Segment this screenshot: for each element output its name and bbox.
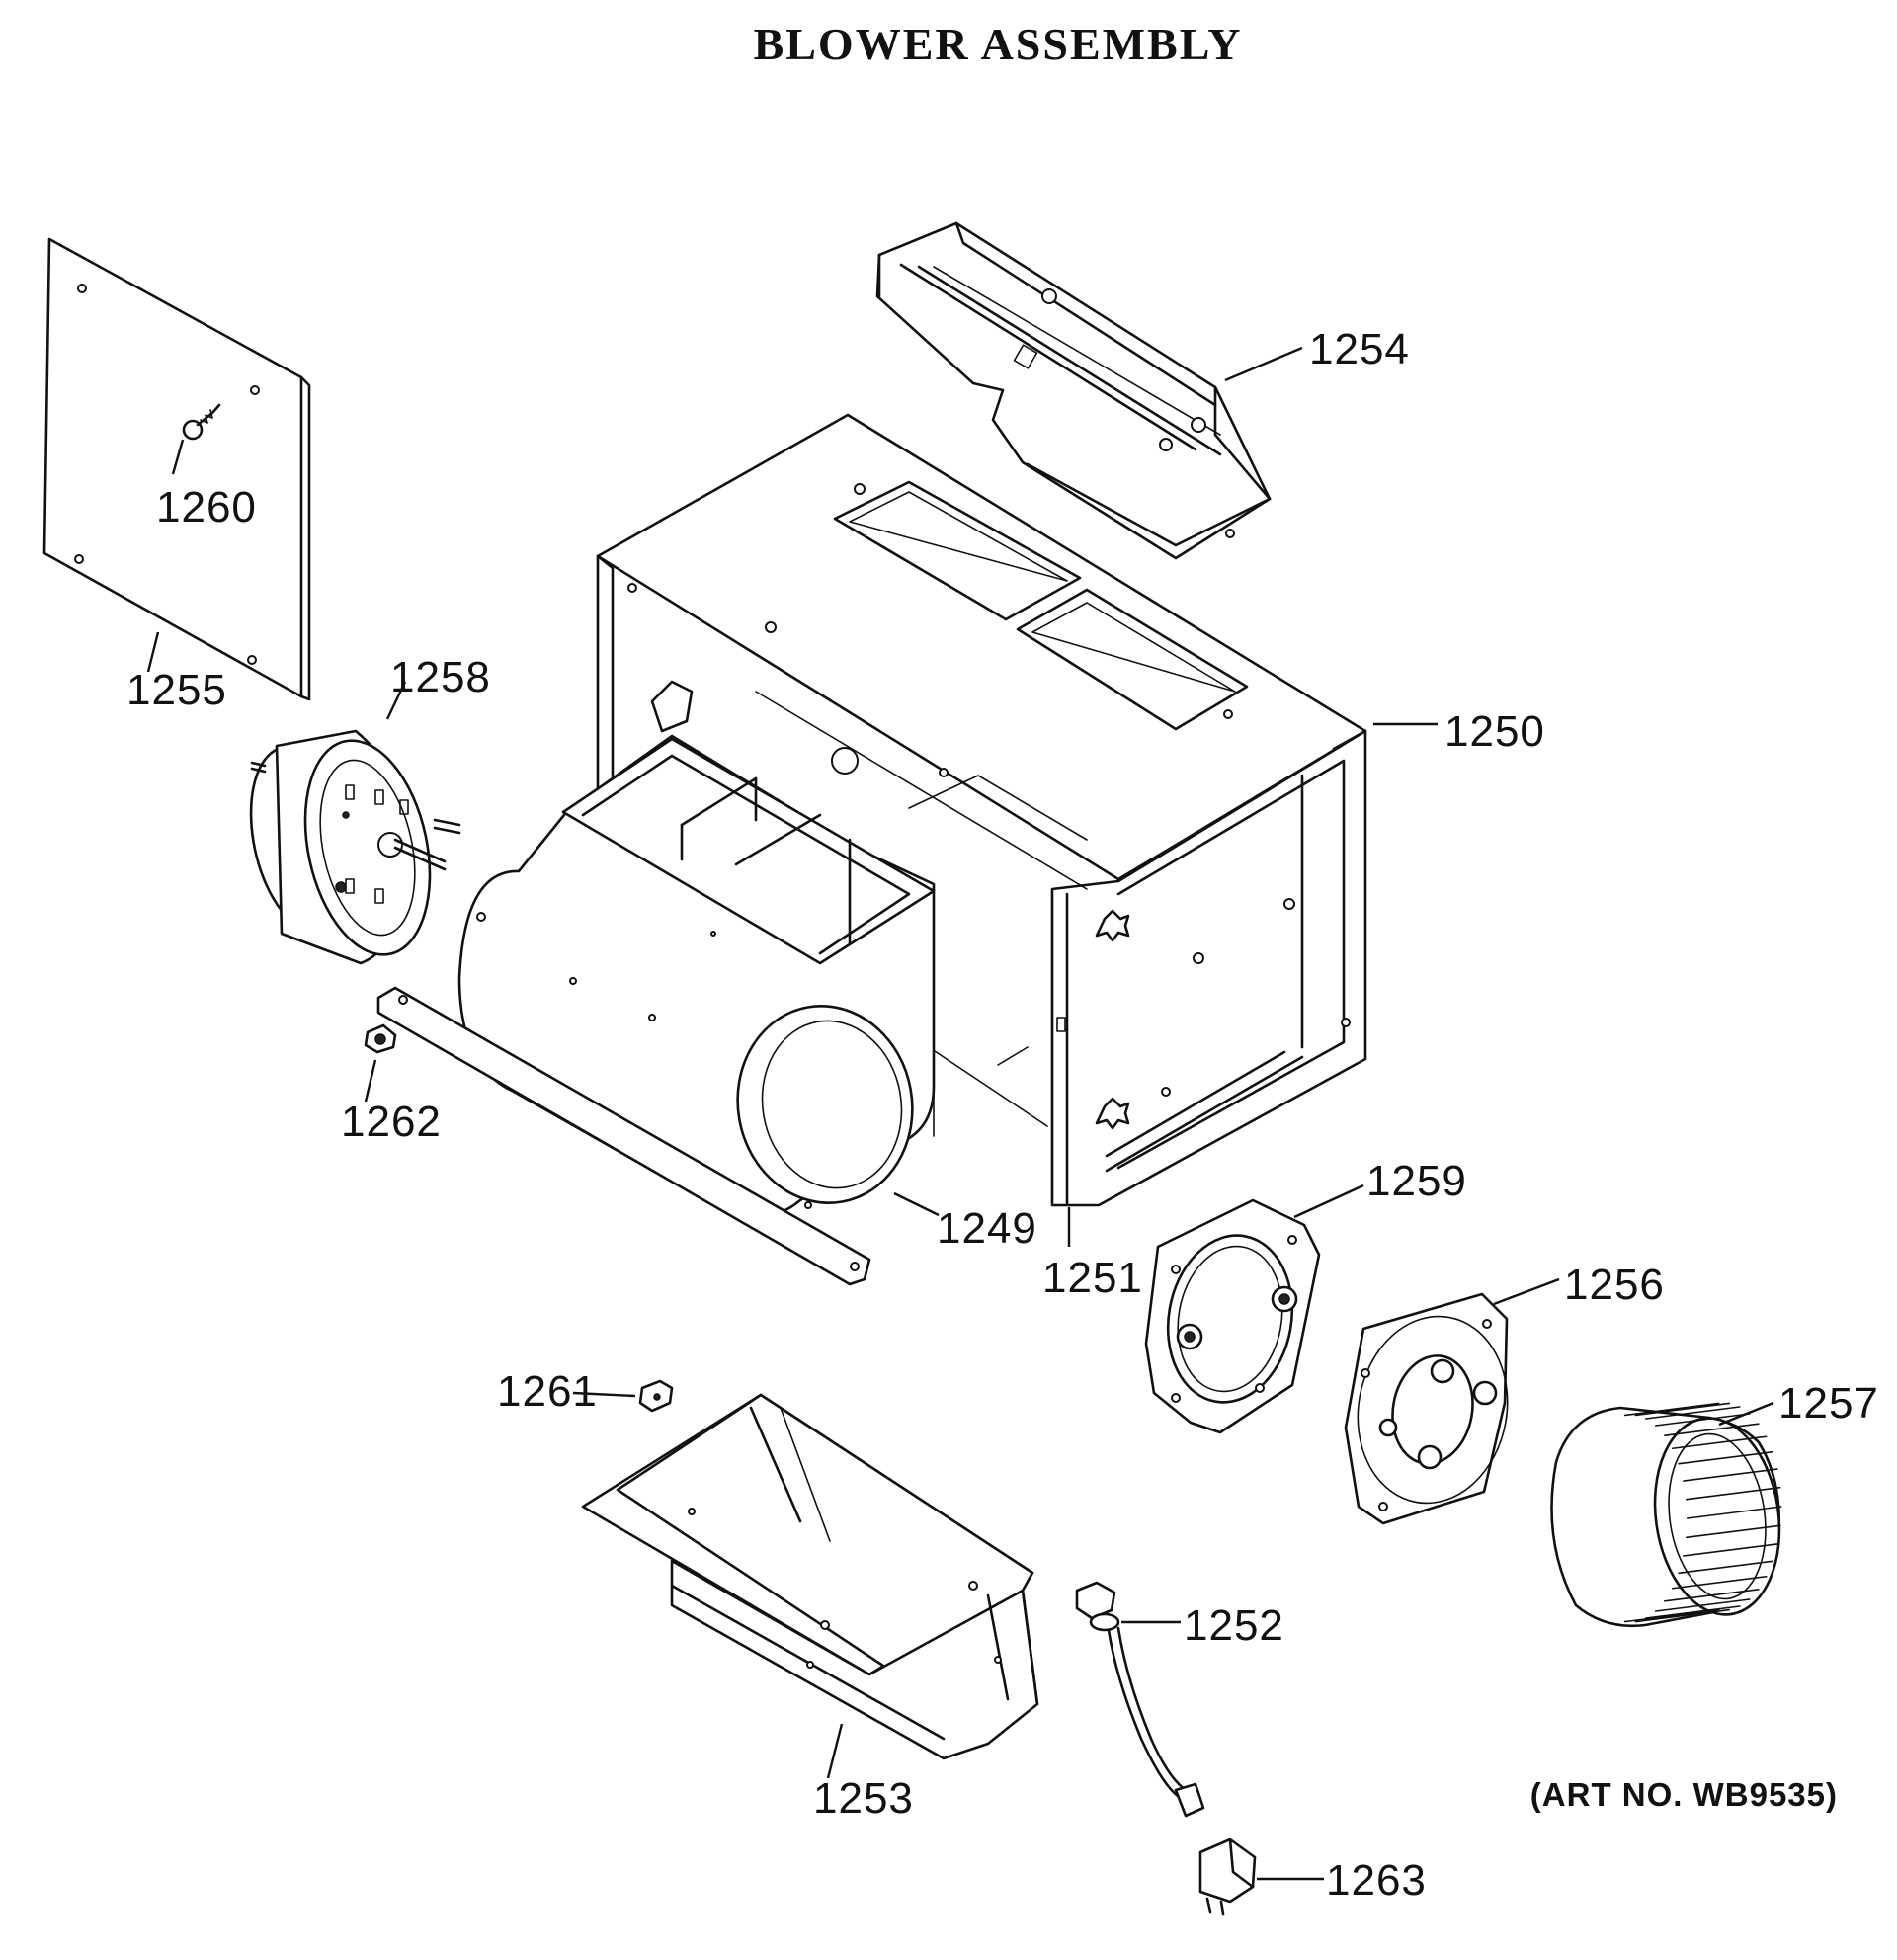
- part-1255-side-panel: [42, 237, 311, 701]
- blade-line: [1686, 1506, 1782, 1519]
- blade-line: [1678, 1450, 1773, 1465]
- blade-line: [1685, 1524, 1781, 1539]
- label-1258: 1258: [390, 653, 491, 701]
- blade-line: [1671, 1575, 1768, 1590]
- part-1249-blower-scroll: [457, 734, 936, 1220]
- label-1251: 1251: [1042, 1254, 1143, 1302]
- label-1250: 1250: [1444, 707, 1545, 756]
- label-1260: 1260: [156, 483, 257, 531]
- art-number: (ART NO. WB9535): [1530, 1776, 1838, 1813]
- part-1252-cord: [1075, 1581, 1205, 1818]
- label-1262: 1262: [341, 1098, 442, 1146]
- blade-line: [1623, 1402, 1720, 1417]
- part-1262-clip-nut: [364, 1023, 397, 1054]
- blade-line: [1664, 1423, 1760, 1437]
- leader-lines: [146, 346, 1774, 1881]
- blade-line: [1678, 1560, 1773, 1575]
- label-1254: 1254: [1309, 325, 1410, 373]
- label-1255: 1255: [126, 666, 227, 714]
- part-1256-motor-plate: [1344, 1292, 1509, 1525]
- blade-line: [1634, 1608, 1731, 1623]
- part-1263-connector: [1198, 1838, 1257, 1916]
- label-1249: 1249: [937, 1204, 1037, 1253]
- blade-line: [1645, 1605, 1741, 1619]
- part-bracket-rail: [376, 986, 871, 1286]
- diagram-title: BLOWER ASSEMBLY: [754, 19, 1243, 69]
- blade-line: [1671, 1435, 1768, 1450]
- blade-line: [1654, 1598, 1751, 1612]
- blade-line: [1683, 1543, 1778, 1557]
- part-1258-motor: [249, 729, 461, 965]
- blower-wheel-blades: [1623, 1402, 1782, 1623]
- label-1253: 1253: [813, 1774, 914, 1823]
- label-1256: 1256: [1564, 1261, 1665, 1309]
- part-labels: 1254 1260 1255 1258 1250 1262 1249 1251 …: [126, 325, 1879, 1905]
- blade-line: [1623, 1608, 1720, 1623]
- blade-line: [1634, 1402, 1731, 1417]
- label-1261: 1261: [497, 1367, 598, 1416]
- blade-line: [1664, 1588, 1760, 1602]
- part-1261-clip: [638, 1379, 674, 1413]
- part-1250-blower-housing-box: [596, 413, 1367, 1207]
- label-1252: 1252: [1184, 1601, 1284, 1650]
- part-1260-screw: [182, 403, 221, 441]
- label-1263: 1263: [1326, 1856, 1427, 1905]
- label-1257: 1257: [1778, 1379, 1879, 1428]
- blade-line: [1685, 1486, 1781, 1501]
- part-1259-mounting-plate: [1144, 1198, 1321, 1434]
- blade-line: [1683, 1468, 1778, 1482]
- blade-line: [1654, 1413, 1751, 1427]
- blade-line: [1645, 1406, 1741, 1420]
- part-1253-bottom-duct: [581, 1393, 1039, 1760]
- label-1259: 1259: [1366, 1157, 1467, 1205]
- part-1257-blower-wheel: [1550, 1402, 1782, 1628]
- part-1254-top-duct: [875, 221, 1272, 560]
